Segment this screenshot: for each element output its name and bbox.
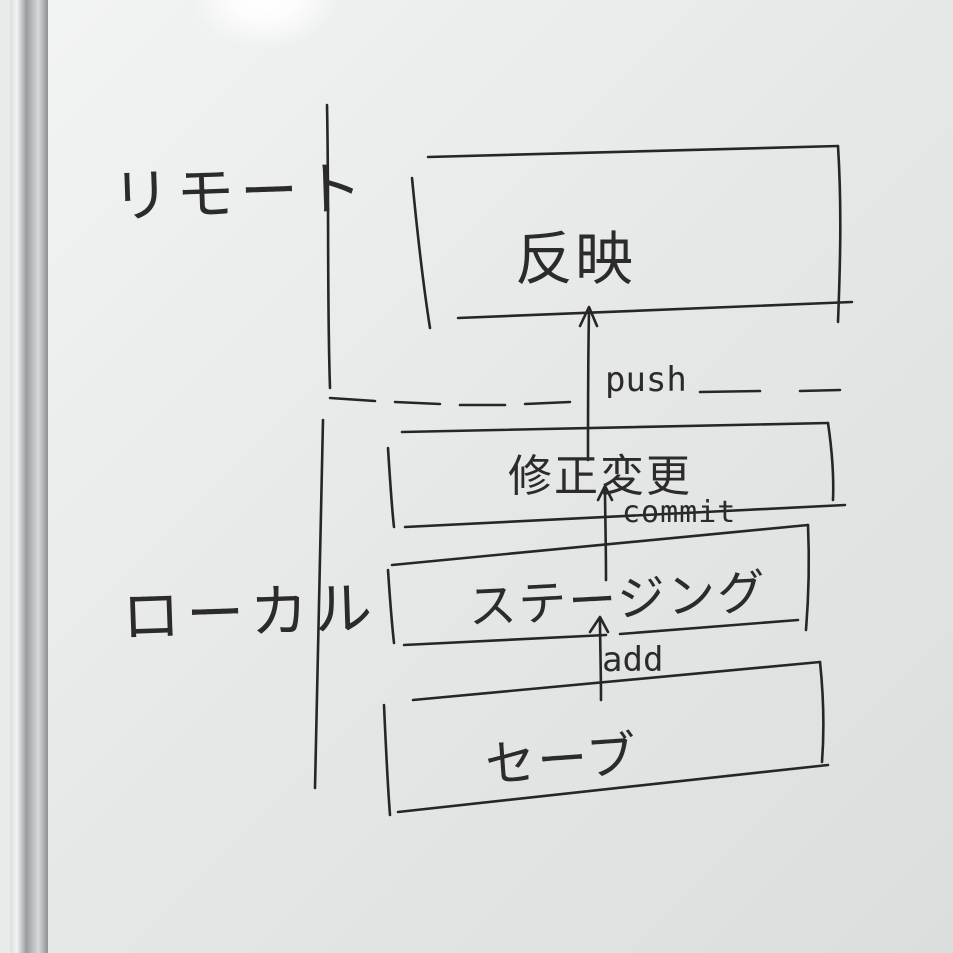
arrow-add <box>588 615 610 634</box>
box-save-text: セーブ <box>483 725 641 795</box>
remote-bracket-line <box>325 103 332 390</box>
box-staging-outline <box>402 618 800 647</box>
label-remote: リモート <box>110 154 370 231</box>
remote-local-boundary <box>328 388 842 407</box>
box-modification-outline <box>403 503 847 529</box>
box-reflect-outline <box>456 300 854 320</box>
box-modification-text: 修正変更 <box>508 451 692 502</box>
local-bracket-line <box>313 418 325 790</box>
op-commit-text: commit <box>622 495 737 530</box>
box-reflect-text: 反映 <box>515 225 636 293</box>
label-local: ローカル <box>120 574 380 651</box>
op-add-text: add <box>602 640 664 680</box>
op-push-text: push <box>605 360 687 400</box>
arrow-push <box>578 305 599 328</box>
arrow-commit <box>596 484 614 502</box>
box-save-outline <box>396 763 830 814</box>
